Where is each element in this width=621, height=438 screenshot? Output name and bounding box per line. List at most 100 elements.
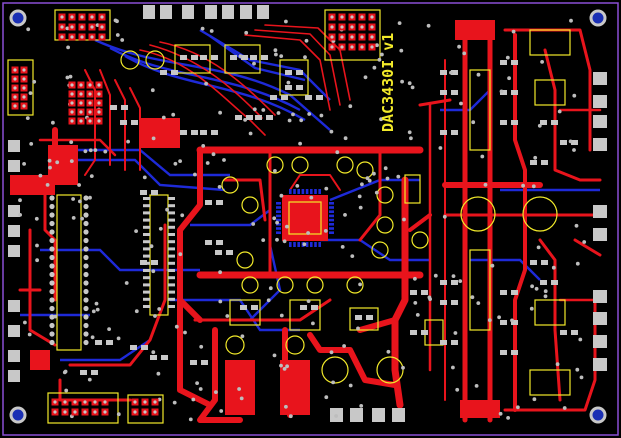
via: [275, 237, 279, 242]
via: [396, 174, 401, 179]
header-pin-hole: [73, 400, 77, 404]
via: [240, 334, 245, 339]
dip-pad: [83, 314, 89, 320]
smd-pad: [421, 330, 428, 335]
via: [407, 130, 412, 135]
edge-pad: [8, 160, 20, 172]
via: [18, 198, 22, 203]
smd-pad: [440, 280, 447, 285]
smd-pad: [80, 370, 87, 375]
via: [157, 397, 162, 402]
via: [372, 171, 376, 176]
via: [93, 148, 98, 153]
via: [77, 183, 81, 187]
smd-pad: [296, 85, 303, 90]
via: [357, 194, 362, 199]
dip-pad: [83, 195, 89, 201]
via: [38, 173, 43, 178]
via: [407, 81, 412, 86]
via: [151, 350, 156, 355]
header-pin-hole: [79, 83, 83, 87]
via: [171, 112, 176, 117]
header-pin-hole: [53, 410, 57, 414]
via: [551, 265, 556, 270]
smd-pad: [451, 130, 458, 135]
smd-pad: [266, 115, 273, 120]
smd-pad: [541, 160, 548, 165]
header-pin-hole: [340, 45, 344, 49]
dip-pad: [49, 339, 55, 346]
via: [348, 104, 353, 109]
via: [572, 148, 576, 152]
via: [358, 282, 362, 287]
smd-pad: [551, 280, 558, 285]
smd-pad: [300, 305, 307, 310]
via: [115, 19, 119, 24]
via: [459, 101, 463, 106]
qfp-pad: [310, 242, 313, 247]
header-pin-hole: [22, 68, 26, 72]
via: [377, 57, 382, 62]
via: [311, 321, 315, 326]
via: [273, 48, 278, 53]
via: [28, 91, 33, 95]
smd-pad: [140, 190, 147, 195]
via: [279, 193, 284, 198]
dip-pad: [83, 246, 89, 252]
via: [25, 116, 30, 120]
soic-pad: [143, 247, 150, 251]
qfp-pad: [329, 223, 334, 226]
dip-pad: [49, 220, 55, 227]
via: [397, 21, 402, 25]
via: [462, 51, 467, 56]
edge-connector-pads: [8, 5, 607, 422]
via: [455, 387, 460, 392]
qfp-pad: [293, 242, 296, 247]
via: [540, 60, 544, 64]
via: [386, 349, 391, 354]
via: [94, 301, 99, 306]
header-pads: [11, 13, 376, 416]
via: [532, 397, 537, 402]
via: [64, 388, 69, 393]
via: [51, 120, 55, 125]
soic-pad: [143, 269, 150, 272]
via: [165, 207, 170, 212]
qfp-pad: [301, 189, 305, 194]
header-pin-hole: [22, 86, 26, 90]
via: [134, 229, 139, 234]
smd-pad: [540, 280, 547, 285]
dip-pad: [49, 280, 55, 286]
via: [204, 81, 209, 86]
smd-pad: [91, 370, 98, 375]
via: [335, 150, 340, 155]
via: [91, 309, 96, 314]
via: [243, 118, 248, 122]
header-pin-hole: [60, 35, 64, 39]
via: [95, 307, 100, 312]
smd-pad: [500, 320, 507, 325]
via: [291, 112, 295, 117]
header-pin-hole: [70, 35, 74, 39]
header-pin-hole: [88, 110, 92, 114]
qfp-chip: [276, 189, 334, 247]
via: [510, 318, 514, 323]
mount-hole-top-left: [9, 9, 27, 27]
via: [506, 416, 510, 420]
header-pin-hole: [13, 86, 17, 90]
soic-pad: [143, 225, 150, 229]
header-pin-hole: [73, 410, 77, 414]
smd-pad: [106, 340, 113, 345]
via: [217, 185, 222, 189]
header-pin-hole: [360, 35, 364, 39]
smd-pad: [215, 250, 222, 255]
via: [319, 113, 324, 118]
smd-pad: [141, 345, 148, 350]
via: [47, 158, 52, 163]
via: [107, 327, 111, 331]
smd-pad: [500, 60, 507, 65]
smd-pad: [211, 55, 218, 60]
smd-pad: [440, 130, 447, 135]
dip-pad: [49, 271, 55, 278]
via: [555, 362, 560, 367]
